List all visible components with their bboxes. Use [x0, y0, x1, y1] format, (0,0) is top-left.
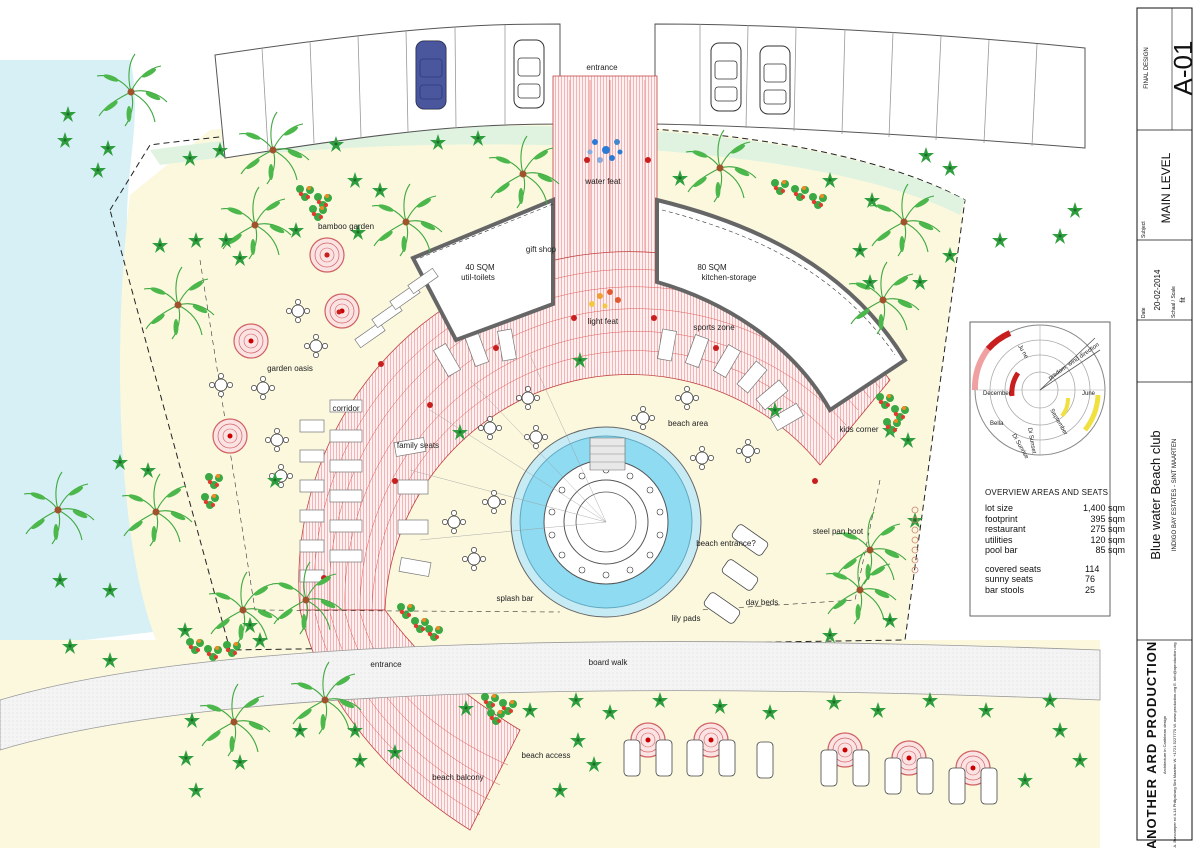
car	[513, 39, 545, 109]
label-beach-access: beach access	[522, 751, 571, 760]
lounger	[756, 741, 774, 779]
tb-firm: ANOTHER ARD PRODUCTION	[1144, 641, 1159, 848]
label-entrance-top: entrance	[586, 63, 618, 72]
title-block: FINAL DESIGN A-01 Subject MAIN LEVEL Dat…	[1136, 7, 1198, 848]
lounger	[820, 749, 838, 787]
tb-sheet-label: FINAL DESIGN	[1144, 47, 1150, 88]
car	[759, 45, 791, 115]
umbrella	[212, 418, 248, 454]
label-kitchen-name: kitchen-storage	[702, 273, 757, 282]
lounger	[980, 767, 998, 805]
tb-date-label: Date	[1141, 307, 1147, 318]
tb-firm-address: A. Buncamper rd 4-14 Philipsburg Sint Ma…	[1172, 643, 1177, 848]
sun-label-bella: Bella	[990, 421, 1004, 427]
label-board-walk: board walk	[589, 658, 629, 667]
tb-date: 20-02-2014	[1153, 269, 1162, 310]
lounger	[655, 739, 673, 777]
label-family-seats: family seats	[397, 441, 439, 450]
tb-scale: fit	[1180, 297, 1187, 303]
tb-scale-label: Schaal / Scale	[1171, 286, 1177, 318]
tb-subject-label: Subject	[1141, 221, 1147, 238]
label-light-feat: light feat	[588, 317, 619, 326]
lounger	[852, 749, 870, 787]
label-water-feat: water feat	[584, 177, 621, 186]
label-kids-corner: kids corner	[839, 425, 878, 434]
tb-subject: MAIN LEVEL	[1159, 152, 1173, 223]
lounger	[718, 739, 736, 777]
lounger	[884, 757, 902, 795]
label-entrance-bottom: entrance	[370, 660, 402, 669]
umbrella	[324, 293, 360, 329]
label-util-area: 40 SQM	[465, 263, 495, 272]
car-blue	[415, 40, 447, 110]
sun-label-december: December	[983, 391, 1011, 397]
sun-wind-diagram: December June predom. wind direction Bel…	[969, 321, 1111, 617]
boardwalk	[0, 641, 1101, 751]
label-beach-area: beach area	[668, 419, 709, 428]
lawn-strip	[150, 125, 965, 215]
lounger	[686, 739, 704, 777]
label-bamboo-garden: bamboo garden	[318, 222, 374, 231]
label-kitchen-area: 80 SQM	[697, 263, 727, 272]
label-beach-entrance: beach entrance?	[696, 539, 756, 548]
parking-lot	[214, 23, 1086, 159]
lounger	[948, 767, 966, 805]
lounger	[623, 739, 641, 777]
umbrella	[233, 323, 269, 359]
util-building	[410, 197, 555, 343]
tb-client: INDIGO BAY ESTATES - SINT MAARTEN	[1172, 439, 1178, 551]
sun-label-june: June	[1082, 391, 1096, 397]
label-garden-oasis: garden oasis	[267, 364, 313, 373]
label-gift-shop: gift shop	[526, 245, 557, 254]
label-util-name: util-toilets	[461, 273, 495, 282]
overview-title: OVERVIEW AREAS AND SEATS	[985, 488, 1109, 497]
tb-firm-tagline: Architecture in Caribbean design	[1162, 716, 1167, 774]
label-steel-pan-boot: steel pan boot	[813, 527, 864, 536]
car	[710, 42, 742, 112]
label-corridor: corridor	[332, 404, 359, 413]
label-splash-bar: splash bar	[497, 594, 534, 603]
label-sports-zone: sports zone	[693, 323, 735, 332]
water-feature	[587, 139, 623, 163]
label-day-beds: day beds	[746, 598, 778, 607]
light-feature	[589, 289, 621, 309]
tb-sheet-number: A-01	[1168, 41, 1198, 96]
sun-label-di-sunset: Di Sunset	[1026, 427, 1036, 454]
lounger	[916, 757, 934, 795]
label-lily-pads: lily pads	[672, 614, 701, 623]
kitchen-building	[655, 197, 908, 413]
tb-project: Blue water Beach club	[1148, 430, 1163, 559]
label-beach-balcony: beach balcony	[432, 773, 484, 782]
